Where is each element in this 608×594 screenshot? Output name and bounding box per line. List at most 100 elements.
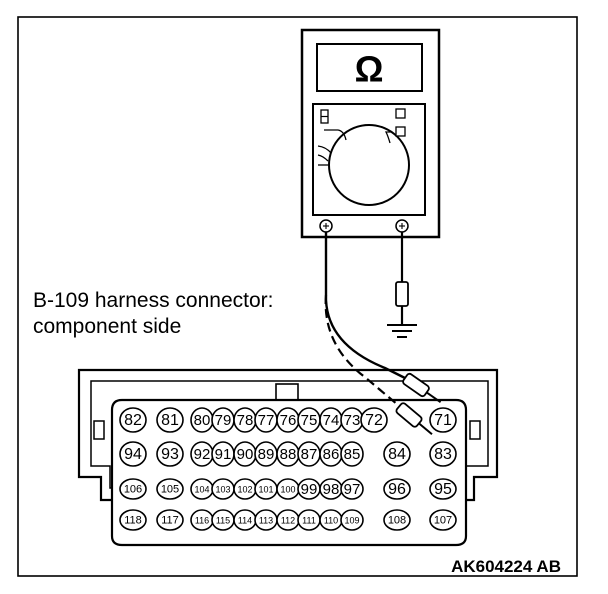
pin-102: 102 [233,478,257,500]
pin-number: 71 [434,412,452,429]
pin-number: 93 [161,446,179,463]
pin-number: 89 [258,446,275,463]
pin-number: 112 [281,516,295,526]
pin-number: 99 [301,481,318,498]
pin-112: 112 [276,509,300,531]
pin-number: 80 [194,412,211,429]
pin-number: 109 [344,516,359,526]
pin-number: 96 [388,481,406,498]
pin-88: 88 [276,441,300,467]
connector-label-line2: component side [33,315,181,338]
test-probe-leads [324,232,442,436]
mode-switch-bottom[interactable] [395,126,406,137]
pin-number: 102 [237,485,252,495]
pin-number: 87 [301,446,318,463]
pin-number: 94 [124,446,142,463]
pin-cavity [119,407,147,433]
pin-86: 86 [319,441,343,467]
pin-118: 118 [119,509,147,531]
pin-number: 113 [259,516,273,526]
pin-number: 104 [194,485,209,495]
pin-number: 105 [161,484,179,496]
pin-79: 79 [211,407,235,433]
pin-99: 99 [297,478,321,500]
pin-number: 86 [323,446,340,463]
pin-cavity [156,407,184,433]
pin-80: 80 [190,407,214,433]
connector-label-line1: B-109 harness connector: [33,289,273,312]
pin-74: 74 [319,407,343,433]
pin-91: 91 [211,441,235,467]
pin-number: 92 [194,446,211,463]
pin-111: 111 [297,509,321,531]
pin-81: 81 [156,407,184,433]
pin-number: 81 [161,412,179,429]
pin-number: 88 [280,446,297,463]
pin-number: 114 [238,516,252,526]
pin-cavity [383,478,411,500]
pin-78: 78 [233,407,257,433]
pin-number: 118 [124,515,142,527]
pin-number: 84 [388,446,406,463]
pin-108: 108 [383,509,411,531]
pin-cavity [429,509,457,531]
pin-109: 109 [340,509,364,531]
pin-106: 106 [119,478,147,500]
pin-number: 115 [216,516,230,526]
pin-number: 98 [323,481,340,498]
pin-number: 83 [434,446,452,463]
pin-89: 89 [254,441,278,467]
pin-104: 104 [190,478,214,500]
pin-107: 107 [429,509,457,531]
pin-cavity [119,441,147,467]
pin-94: 94 [119,441,147,467]
pin-73: 73 [340,407,364,433]
pin-number: 95 [434,481,452,498]
pin-75: 75 [297,407,321,433]
pin-84: 84 [383,441,411,467]
pin-101: 101 [254,478,278,500]
mode-switch-top[interactable] [395,108,406,119]
pin-cavity [383,509,411,531]
pin-number: 107 [434,515,452,527]
pin-95: 95 [429,478,457,500]
pin-number: 90 [237,446,254,463]
probe-tip-dashed [395,402,433,436]
figure-code: AK604224 AB [451,557,561,576]
pin-number: 116 [195,516,209,526]
pin-cavity [360,407,388,433]
pin-cavity [119,478,147,500]
pin-cavity [383,441,411,467]
pin-115: 115 [211,509,235,531]
selector-dial[interactable] [328,124,410,206]
pin-71: 71 [429,407,457,433]
pin-cavity [119,509,147,531]
meter-display [316,43,423,92]
pin-number: 85 [344,446,361,463]
pin-cavity [429,441,457,467]
pin-cavity [340,509,364,531]
pin-number: 100 [280,485,295,495]
pin-number: 73 [344,412,361,429]
pin-cavity [429,407,457,433]
probe-tip-solid [402,372,442,404]
pin-number: 77 [258,412,275,429]
pin-number: 103 [215,485,230,495]
pin-cavity [156,478,184,500]
pin-83: 83 [429,441,457,467]
pin-82: 82 [119,407,147,433]
pin-number: 76 [280,412,297,429]
pin-113: 113 [254,509,278,531]
pin-85: 85 [340,441,364,467]
pin-cavity [340,441,364,467]
ohmmeter: Ω [300,28,441,239]
pin-number: 74 [323,412,340,429]
ground-lead [387,232,417,338]
pin-96: 96 [383,478,411,500]
pin-number: 117 [161,515,179,527]
ground-probe-grip [395,281,409,307]
probe-lead-solid [324,232,406,380]
pin-92: 92 [190,441,214,467]
